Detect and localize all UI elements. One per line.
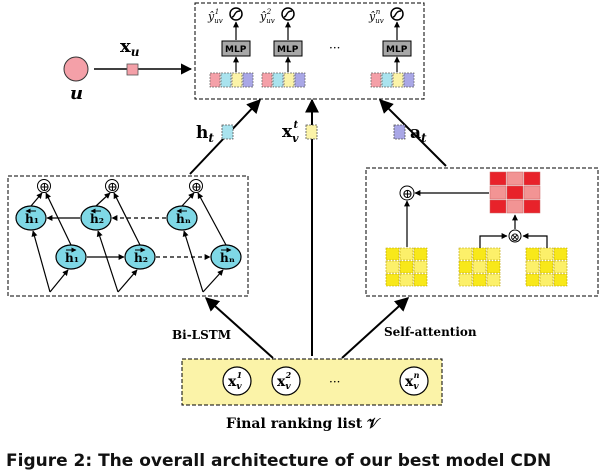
x-arrow-label: xvt [282, 120, 299, 145]
concat-embedding-cell [283, 72, 295, 88]
lstm-state-label: hₙ [220, 251, 235, 265]
user-label: u [70, 83, 83, 104]
ranking-item: xv2 [271, 366, 301, 396]
forward-lstm-cell: h₁ [55, 244, 87, 270]
a-embedding [393, 124, 406, 140]
query-matrix [525, 247, 568, 287]
key-matrix [458, 247, 501, 287]
concat-embedding-cell [220, 72, 232, 88]
ranking-item-label: xv2 [277, 370, 292, 392]
user-vector-label: xu [120, 36, 140, 59]
concat-embedding-cell [392, 72, 404, 88]
attention-box [365, 167, 599, 297]
mlp-label: MLP [225, 45, 247, 55]
svg-text:⊕: ⊕ [39, 180, 50, 195]
lstm-state-label: hₙ [176, 212, 191, 226]
output-label: ŷuv2 [259, 8, 275, 25]
multiply-node [508, 229, 522, 243]
sum-node [105, 179, 119, 193]
mlp-label: MLP [277, 45, 299, 55]
svg-text:⊕: ⊕ [191, 180, 202, 195]
mlp-box [273, 40, 303, 57]
forward-lstm-cell: hₙ [210, 244, 242, 270]
mlp-label: MLP [386, 45, 408, 55]
backward-lstm-cell: hₙ [166, 205, 198, 231]
backward-lstm-cell: h₂ [80, 205, 112, 231]
concat-embedding-cell [370, 72, 382, 88]
self-attention-label: Self-attention [384, 325, 477, 339]
concat-embedding-cell [242, 72, 254, 88]
a-arrow-label: at [410, 123, 427, 145]
caption-text: Figure 2: The overall architecture of ou… [6, 451, 552, 470]
sigmoid-icon [390, 7, 404, 21]
ranking-item: xvn [399, 366, 429, 396]
svg-text:⊗: ⊗ [510, 230, 520, 244]
concat-embedding-cell [272, 72, 284, 88]
concat-embedding-cell [294, 72, 306, 88]
forward-lstm-cell: h₂ [124, 244, 156, 270]
lstm-state-label: h₂ [134, 251, 148, 265]
mlp-box [221, 40, 251, 57]
svg-text:⊕: ⊕ [402, 187, 413, 202]
svg-text:⊕: ⊕ [107, 180, 118, 195]
bilstm-box [7, 175, 249, 297]
sigmoid-icon [229, 7, 243, 21]
output-label: ŷuv1 [207, 8, 223, 25]
a-arrow [379, 99, 447, 167]
lstm-state-label: h₁ [25, 212, 39, 226]
h-embedding [221, 124, 234, 140]
concat-embedding-cell [231, 72, 243, 88]
ranking-item-label: xvn [405, 370, 420, 392]
figure-caption: Figure 2: The overall architecture of ou… [0, 441, 608, 470]
sum-node [189, 179, 203, 193]
mlp-box [382, 40, 412, 57]
user-embedding [126, 63, 139, 76]
value-matrix [385, 247, 428, 287]
ranking-item-label: xv1 [228, 370, 242, 392]
ranking-item: xv1 [222, 366, 252, 396]
output-label: ŷuvn [368, 8, 384, 25]
lstm-state-label: h₁ [65, 251, 79, 265]
concat-embedding-cell [381, 72, 393, 88]
prediction-ellipsis: ··· [329, 41, 340, 55]
attention-input-arrow [341, 297, 410, 359]
concat-embedding-cell [403, 72, 415, 88]
ranking-list-label: Final ranking list 𝒱 [226, 416, 381, 432]
concat-embedding-cell [209, 72, 221, 88]
lstm-state-label: h₂ [90, 212, 104, 226]
sigmoid-icon [281, 7, 295, 21]
backward-lstm-cell: h₁ [15, 205, 47, 231]
attention-weight-matrix [489, 171, 541, 214]
concat-embedding-cell [261, 72, 273, 88]
x-embedding [305, 124, 318, 140]
bilstm-label: Bi-LSTM [172, 328, 231, 342]
user-node [63, 56, 89, 82]
sum-node [37, 179, 51, 193]
bilstm-input-arrow [204, 297, 274, 359]
attention-sum-node [399, 185, 415, 201]
h-arrow-label: ht [196, 123, 214, 145]
ranking-ellipsis: ··· [329, 375, 340, 389]
